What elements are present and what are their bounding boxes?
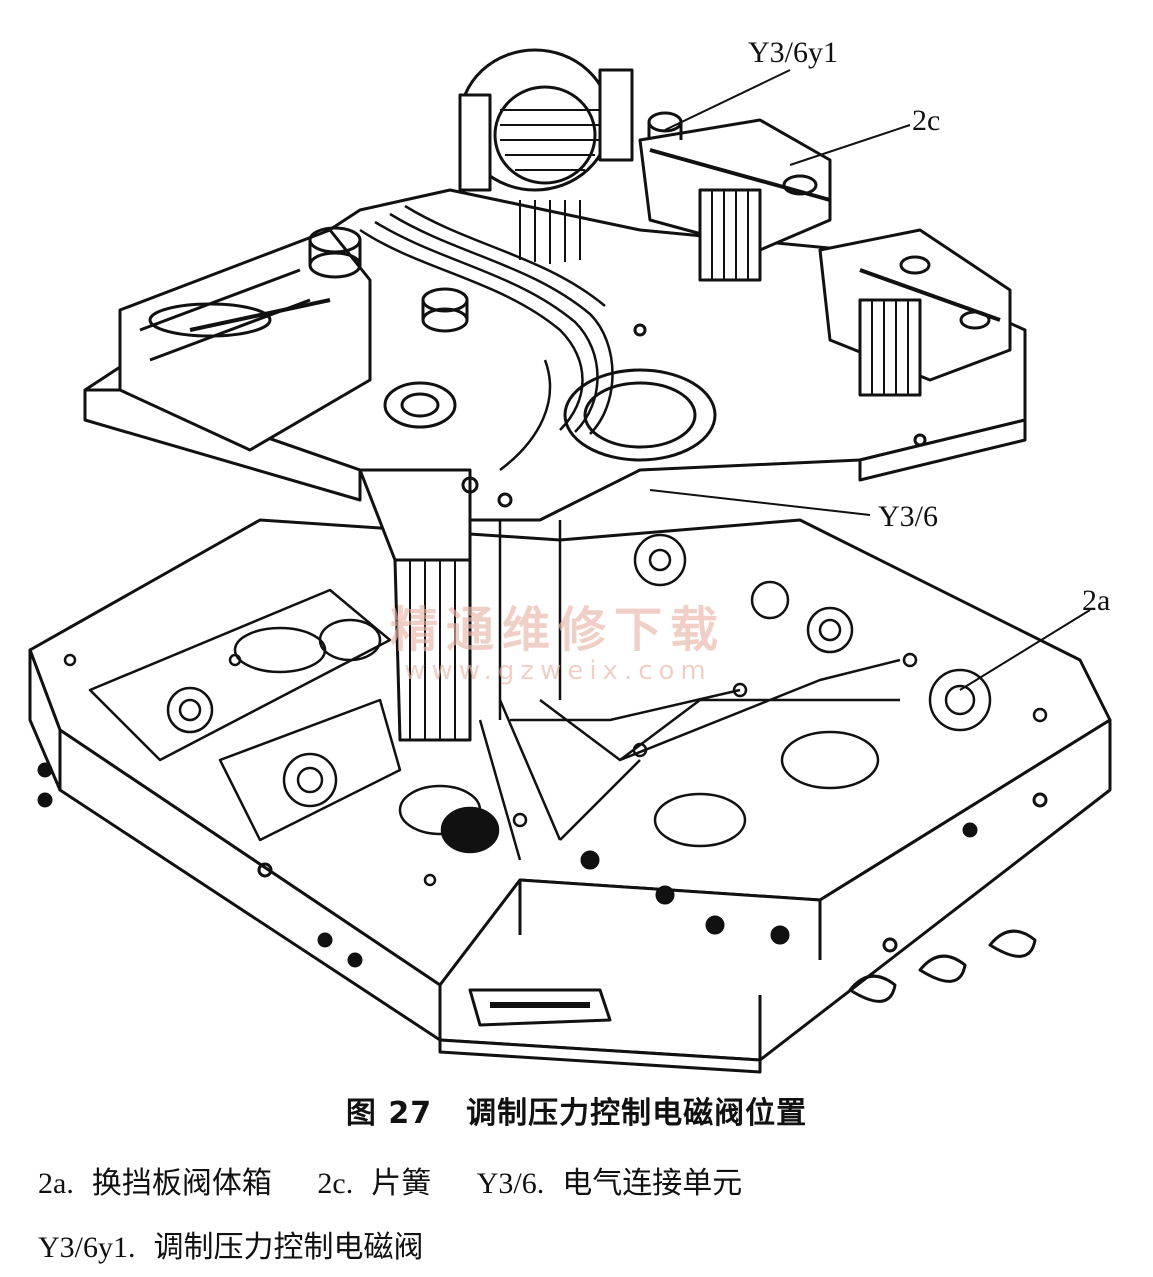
- figure-number: 图 27: [345, 1096, 433, 1131]
- legend-item: 2c.片簧: [317, 1166, 432, 1201]
- callout-y3-6: Y3/6: [878, 500, 938, 533]
- valve-plate-features: [63, 533, 1048, 887]
- figure-title: 调制压力控制电磁阀位置: [466, 1096, 808, 1131]
- figure-caption: 图 27 调制压力控制电磁阀位置: [0, 1088, 1153, 1132]
- legend-line-1: 2a.换挡板阀体箱 2c.片簧 Y3/6.电气连接单元: [38, 1158, 778, 1202]
- legend-item: 2a.换挡板阀体箱: [38, 1166, 272, 1201]
- shift-valve-body-housing: [28, 518, 1112, 1074]
- callout-2c: 2c: [912, 104, 941, 137]
- legend-item: Y3/6y1.调制压力控制电磁阀: [38, 1230, 424, 1265]
- electrical-connection-unit: [83, 48, 1027, 742]
- legend-line-2: Y3/6y1.调制压力控制电磁阀: [38, 1222, 460, 1266]
- valve-body-illustration: [28, 48, 1112, 1074]
- callout-y3-6y1: Y3/6y1: [748, 36, 838, 69]
- callout-2a: 2a: [1082, 584, 1111, 617]
- legend-item: Y3/6.电气连接单元: [476, 1166, 743, 1201]
- callout-leader-lines: [649, 69, 1091, 691]
